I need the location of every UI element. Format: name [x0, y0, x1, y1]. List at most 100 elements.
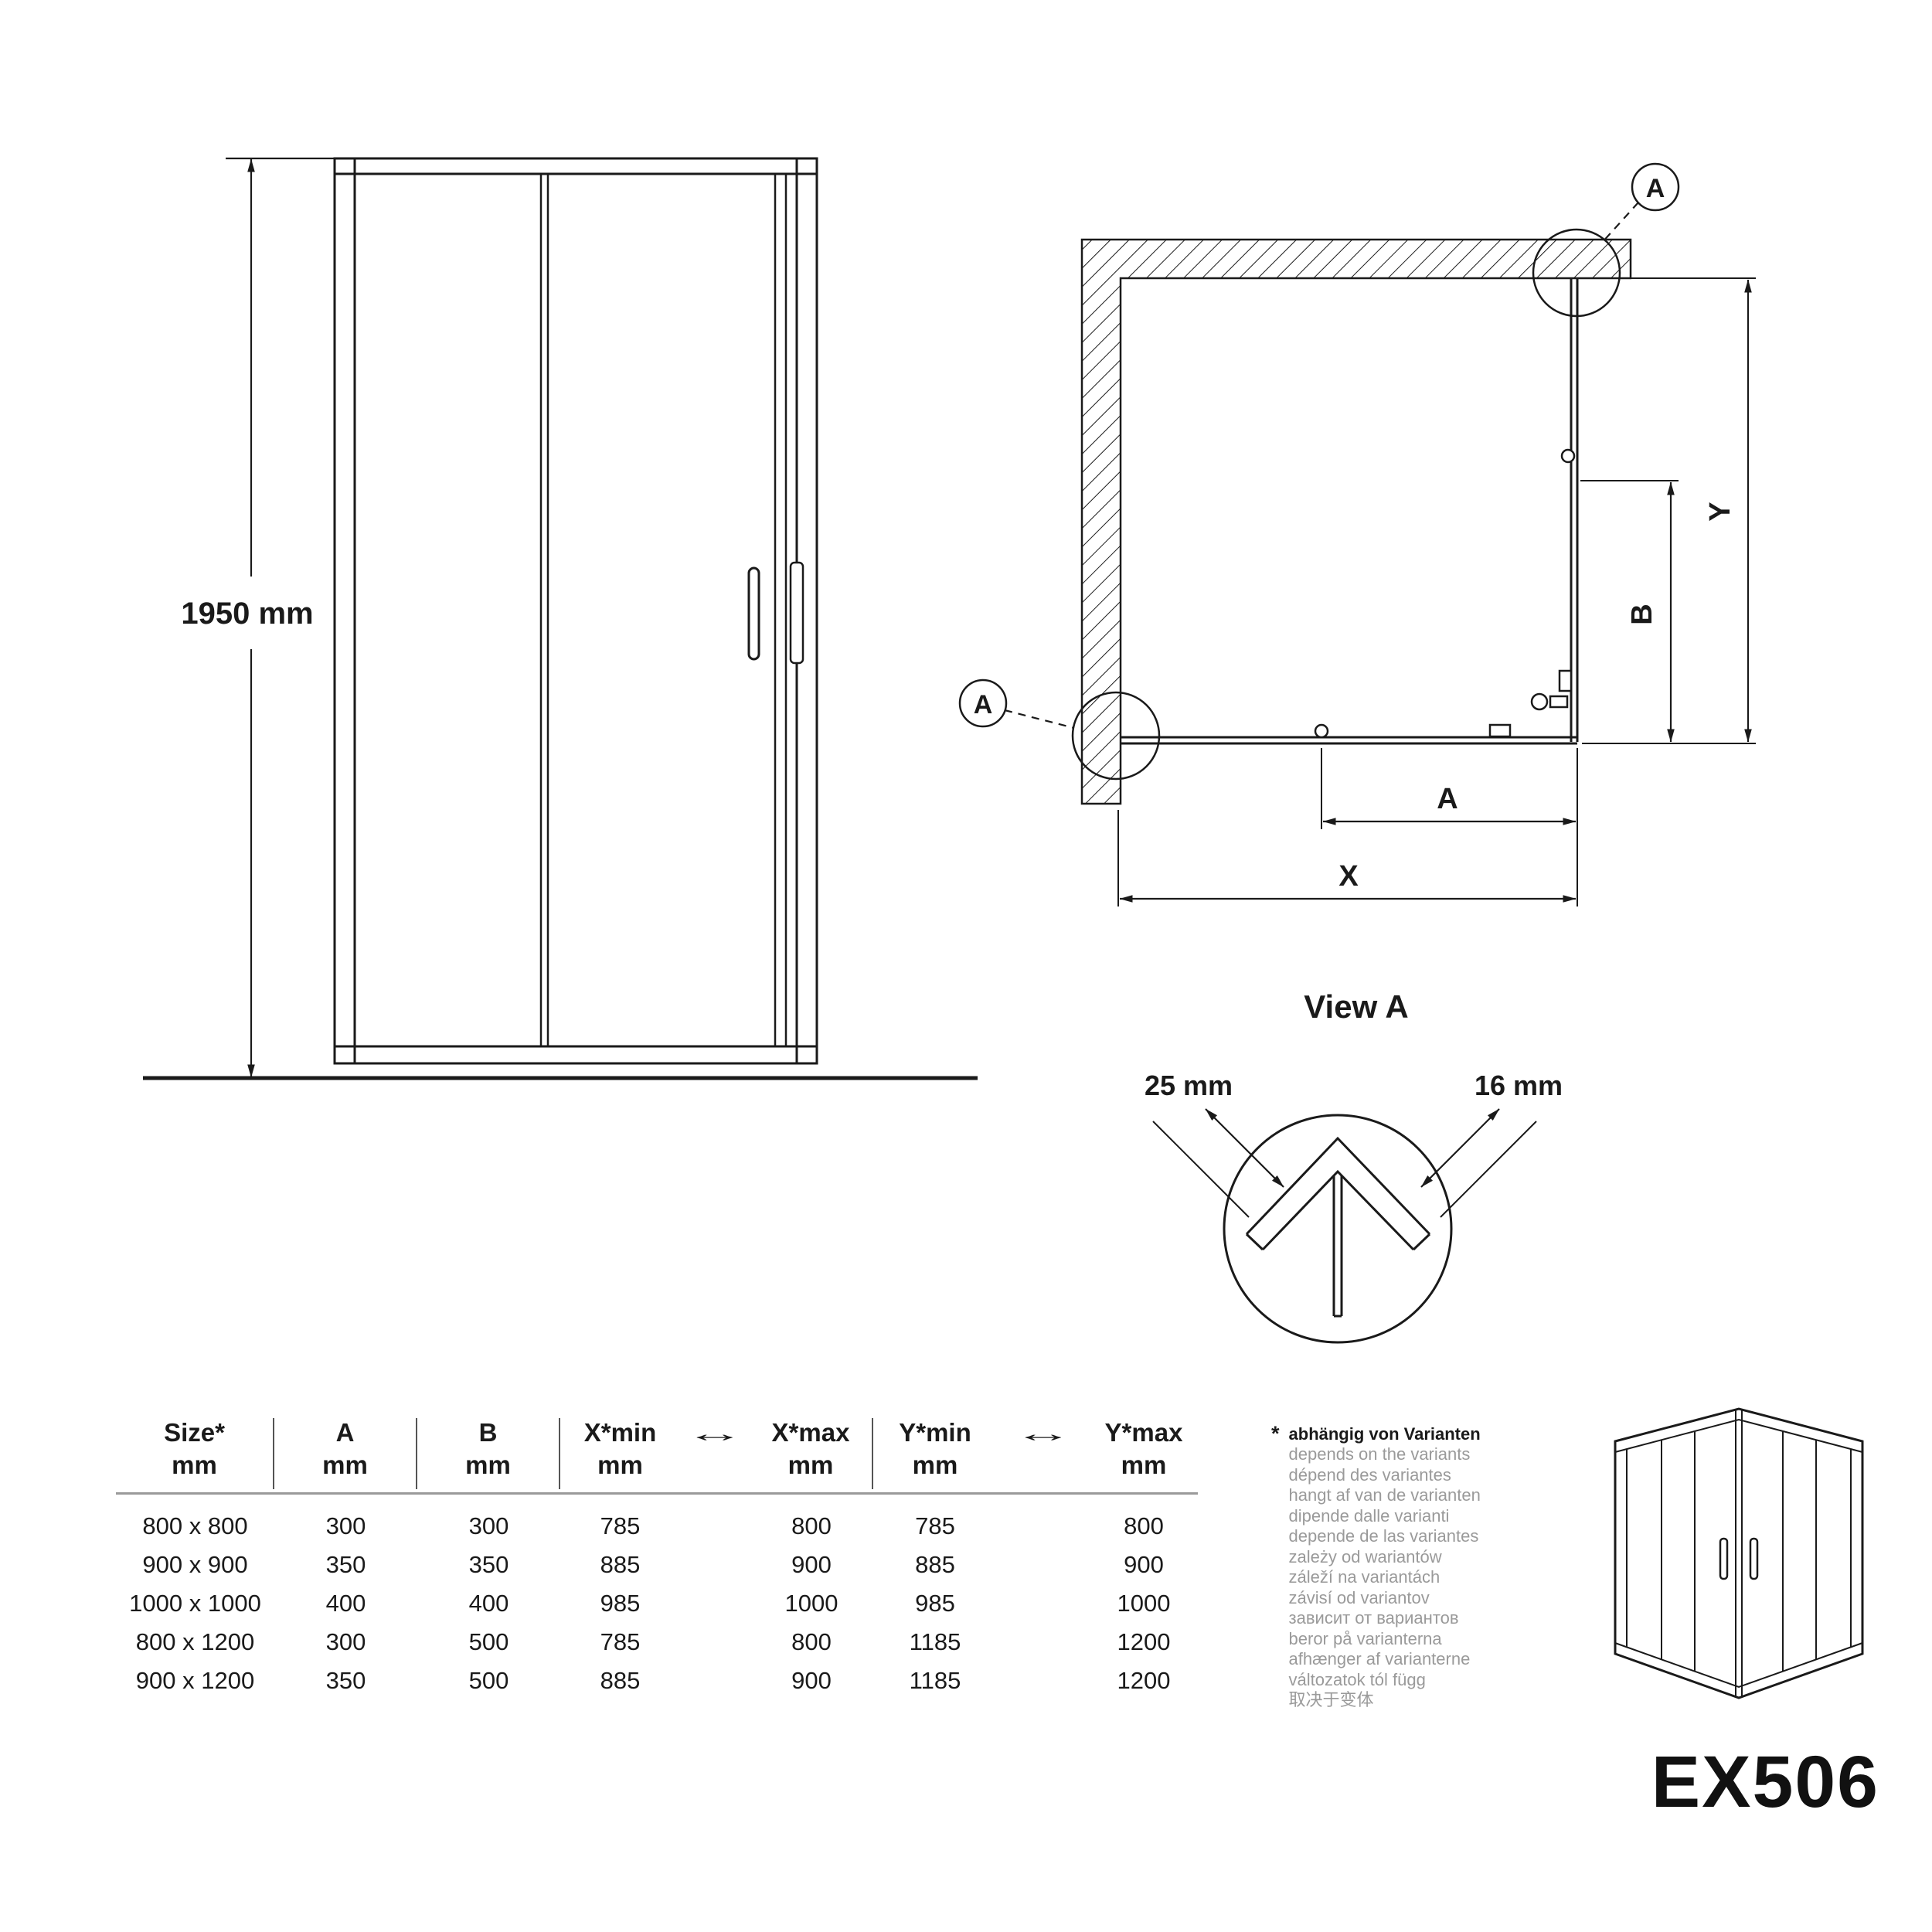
profile-cross-section — [1245, 1136, 1431, 1318]
col-unit: mm — [597, 1450, 643, 1479]
cell-b: 400 — [468, 1589, 509, 1617]
col-unit: mm — [465, 1450, 511, 1479]
door-handle — [747, 566, 760, 661]
detail-view-title: View A — [1304, 988, 1408, 1025]
col-unit: mm — [912, 1450, 958, 1479]
col-header-x-range: ↔ — [680, 1418, 750, 1489]
footnote-translation: afhænger af varianterne — [1288, 1649, 1471, 1668]
detail-marker-a-top: A — [1646, 174, 1665, 203]
detail-marker-a-left: A — [974, 690, 993, 719]
cell-ymax: 1200 — [1117, 1628, 1171, 1655]
cell-xmin: 785 — [600, 1628, 641, 1655]
extension-lines — [1117, 277, 1756, 906]
col-unit: mm — [172, 1450, 217, 1479]
cell-ymin: 1185 — [909, 1666, 961, 1694]
cell-ymax: 1200 — [1117, 1666, 1171, 1694]
detail-marker-circle-left — [958, 679, 1008, 728]
glass-panels-plan — [1121, 278, 1579, 745]
table-row: 1000 x 1000 400 400 985 1000 985 1000 — [116, 1584, 1198, 1623]
cell-a: 400 — [325, 1589, 366, 1617]
footnote-translation: hangt af van de varianten — [1288, 1485, 1481, 1505]
detail-circle-top — [1532, 228, 1621, 318]
cell-size: 800 x 1200 — [135, 1628, 255, 1655]
detail-extension-lines — [1152, 1121, 1537, 1218]
detail-circle — [1223, 1114, 1453, 1344]
footnote-translation: depends on the variants — [1288, 1444, 1471, 1464]
footnote-translation: depende de las variantes — [1288, 1526, 1479, 1546]
cell-xmax: 900 — [791, 1666, 832, 1694]
cell-ymin: 885 — [915, 1550, 955, 1578]
dimensions-table: Size* mm A mm B mm X*min mm ↔ X*max mm Y… — [116, 1418, 1198, 1700]
col-unit: mm — [1121, 1450, 1167, 1479]
cell-ymin: 785 — [915, 1512, 955, 1539]
product-code: EX506 — [1651, 1741, 1879, 1823]
col-header-a: A mm — [274, 1418, 417, 1489]
cell-xmax: 800 — [791, 1512, 832, 1539]
dimension-lines — [1119, 279, 1752, 903]
cell-b: 300 — [468, 1512, 509, 1539]
col-label: B — [478, 1418, 498, 1447]
table-row: 900 x 1200 350 500 885 900 1185 1200 — [116, 1662, 1198, 1700]
header-rule — [116, 1492, 1198, 1495]
roller-icon — [1560, 448, 1576, 464]
col-header-ymax: Y*max mm — [1090, 1418, 1198, 1489]
dim-y-label: Y — [1704, 502, 1736, 521]
table-row: 900 x 900 350 350 885 900 885 900 — [116, 1546, 1198, 1584]
front-elevation-drawing: 1950 mm — [143, 157, 978, 1080]
table-header: Size* mm A mm B mm X*min mm ↔ X*max mm Y… — [116, 1418, 1198, 1489]
detail-marker-circle-top — [1631, 162, 1680, 212]
cell-a: 300 — [325, 1512, 366, 1539]
cell-ymax: 900 — [1124, 1550, 1164, 1578]
col-unit: mm — [322, 1450, 368, 1479]
handle-bracket — [789, 561, 804, 665]
variants-footnote: * abhängig von Varianten depends on the … — [1271, 1423, 1604, 1711]
footnote-primary: abhängig von Varianten — [1288, 1424, 1481, 1444]
footnote-translation: zależy od wariantów — [1288, 1546, 1442, 1566]
footnote-translation: dépend des variantes — [1288, 1464, 1451, 1485]
footnote-translation: dipende dalle varianti — [1288, 1505, 1450, 1526]
enclosure-outline — [1614, 1407, 1864, 1699]
cell-ymin: 985 — [915, 1589, 955, 1617]
table-row: 800 x 1200 300 500 785 800 1185 1200 — [116, 1623, 1198, 1662]
col-header-xmin: X*min mm — [560, 1418, 680, 1489]
height-dimension-label: 1950 mm — [181, 597, 313, 631]
col-label: X*max — [771, 1418, 850, 1447]
dim-x-label: X — [1338, 860, 1359, 893]
col-header-b: B mm — [417, 1418, 560, 1489]
cell-xmax: 900 — [791, 1550, 832, 1578]
cell-b: 350 — [468, 1550, 509, 1578]
cell-a: 350 — [325, 1666, 366, 1694]
asterisk: * — [1271, 1422, 1280, 1445]
wall-hatching — [1080, 238, 1632, 805]
bottom-rail — [333, 1045, 818, 1065]
col-header-size: Size* mm — [116, 1418, 274, 1489]
top-rail — [333, 157, 818, 175]
roller-icon — [1314, 723, 1329, 739]
col-header-ymin: Y*min mm — [873, 1418, 997, 1489]
dim-b-label: B — [1626, 604, 1658, 624]
dim-a-label: A — [1437, 783, 1458, 815]
cell-xmin: 885 — [600, 1666, 641, 1694]
cell-xmin: 885 — [600, 1550, 641, 1578]
cell-size: 800 x 800 — [142, 1512, 248, 1539]
footnote-translation: változatok tól függ — [1288, 1669, 1426, 1689]
profile-depth-label: 25 mm — [1145, 1070, 1233, 1101]
col-label: A — [335, 1418, 355, 1447]
col-label: Y*min — [899, 1418, 971, 1447]
table-row: 800 x 800 300 300 785 800 785 800 — [116, 1507, 1198, 1546]
knob-icon — [1530, 692, 1549, 711]
col-label: Size* — [164, 1418, 225, 1447]
footnote-translation: záleží na variantách — [1288, 1567, 1440, 1587]
range-arrow-icon: ↔ — [1013, 1421, 1073, 1447]
cell-size: 1000 x 1000 — [129, 1589, 261, 1617]
product-thumbnail — [1614, 1407, 1864, 1699]
cell-ymin: 1185 — [909, 1628, 961, 1655]
thumbnail-handle — [1749, 1537, 1759, 1580]
cell-size: 900 x 900 — [142, 1550, 248, 1578]
cell-xmin: 985 — [600, 1589, 641, 1617]
left-wall-profile — [333, 157, 356, 1065]
glass-thickness-label: 16 mm — [1475, 1070, 1563, 1101]
cell-a: 350 — [325, 1550, 366, 1578]
detail-view-a: View A 25 mm 16 mm — [1145, 988, 1563, 1344]
detail-dimension-lines — [1205, 1108, 1500, 1188]
